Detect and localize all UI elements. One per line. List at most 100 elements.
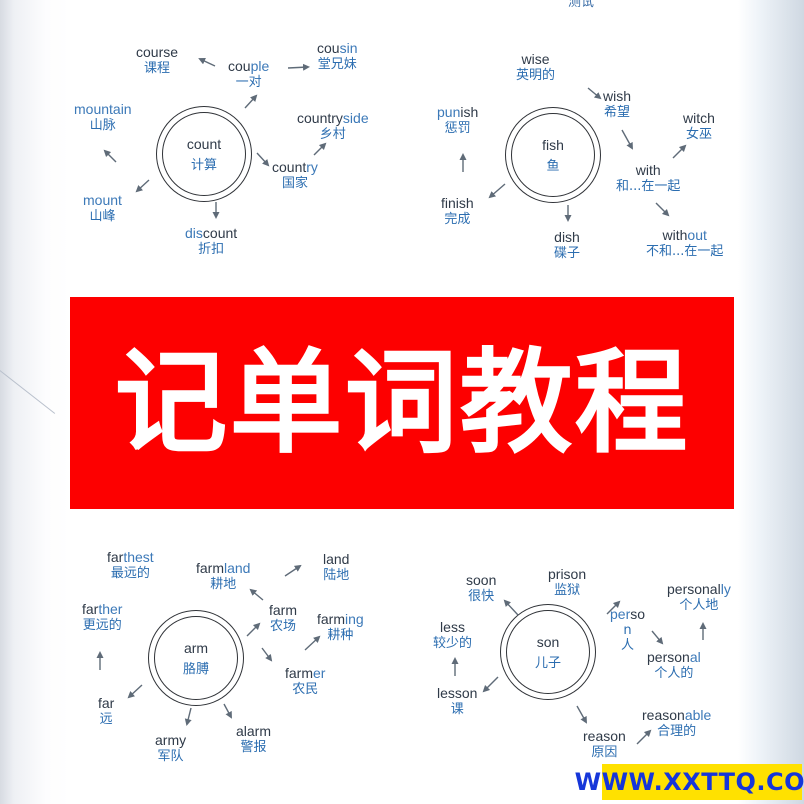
arrow (244, 94, 258, 109)
word-zh: 原因 (591, 744, 618, 760)
center-word-zh: 鱼 (546, 158, 560, 174)
word-personally: personally 个人地 (667, 581, 731, 613)
word-dish: dish 碟子 (554, 229, 580, 261)
word-en: farm (269, 602, 297, 618)
arrow (587, 87, 602, 100)
word-en: far (98, 695, 115, 711)
word-en: army (155, 732, 187, 748)
word-lesson: lesson 课 (437, 685, 477, 717)
center-circle: fish 鱼 (511, 113, 595, 197)
word-en: personally (667, 581, 731, 597)
banner-title: 记单词教程 (114, 336, 690, 469)
word-en: countryside (297, 110, 369, 126)
word-countryside: countryside 乡村 (297, 110, 369, 142)
arrow (127, 684, 143, 699)
word-en: farmer (285, 665, 326, 681)
word-zh: 折扣 (198, 241, 225, 257)
word-couple: couple 一对 (228, 58, 269, 90)
arrow (103, 149, 117, 163)
word-en: country (272, 159, 318, 175)
arrow (651, 630, 664, 645)
center-word-en: count (186, 135, 222, 152)
arrow (488, 183, 506, 199)
word-zh: 很快 (468, 588, 495, 604)
word-zh: 个人的 (654, 665, 694, 681)
arrow (655, 202, 670, 217)
word-reasonable: reasonable 合理的 (642, 707, 711, 739)
center-word-en: son (536, 633, 560, 650)
word-reason: reason 原因 (583, 728, 626, 760)
word-zh: 最远的 (110, 565, 150, 581)
word-zh: 监狱 (554, 582, 581, 598)
arrow (636, 729, 652, 745)
word-person: perso n 人 (610, 606, 645, 653)
word-en: farther (82, 601, 123, 617)
center-word-arm: arm 胳膊 (148, 610, 244, 706)
word-zh: 农场 (269, 618, 296, 634)
word-zh: 和...在一起 (616, 178, 681, 194)
arrow (287, 63, 310, 71)
word-far: far 远 (98, 695, 114, 727)
arrow (184, 707, 192, 726)
word-en: cousin (317, 40, 358, 56)
word-with: with 和...在一起 (616, 162, 680, 194)
word-army: army 军队 (155, 732, 186, 764)
word-zh: 耕地 (210, 576, 237, 592)
word-zh: 女巫 (685, 126, 712, 142)
word-alarm: alarm 警报 (236, 723, 271, 755)
word-zh: 远 (99, 711, 113, 727)
word-map-fish: fish 鱼 wise 英明的 punish 惩罚 wish 希望 witch … (400, 0, 804, 290)
word-en: course (136, 44, 179, 60)
word-zh: 不和...在一起 (646, 243, 724, 259)
word-land: land 陆地 (323, 551, 349, 583)
word-en: prison (548, 566, 587, 582)
word-soon: soon 很快 (466, 572, 496, 604)
word-en: finish (441, 195, 474, 211)
arrow (304, 635, 321, 651)
arrow (246, 622, 261, 637)
word-farmland: farmland 耕地 (196, 560, 250, 592)
word-personal: personal 个人的 (647, 649, 701, 681)
word-en: perso (610, 606, 646, 622)
word-en: witch (683, 110, 715, 126)
word-mountain: mountain 山脉 (74, 101, 132, 133)
word-map-count: count 计算 course 课程 couple 一对 cousin 堂兄妹 … (0, 0, 400, 290)
word-en: less (440, 619, 465, 635)
word-without: without 不和...在一起 (646, 227, 723, 259)
word-discount: discount 折扣 (185, 225, 237, 257)
website-watermark: WWW.XXTTQ.COM (575, 764, 804, 800)
word-cousin: cousin 堂兄妹 (317, 40, 357, 72)
word-en: mount (83, 192, 122, 208)
arrow (223, 703, 232, 719)
word-zh: 惩罚 (444, 120, 471, 136)
word-en: punish (437, 104, 479, 120)
arrow (482, 676, 499, 693)
word-zh: 国家 (281, 175, 308, 191)
arrow (621, 129, 633, 150)
word-course: course 课程 (136, 44, 178, 76)
word-en: dish (554, 229, 580, 245)
arrow (256, 152, 270, 167)
word-zh: 较少的 (433, 635, 473, 651)
center-word-zh: 计算 (190, 157, 217, 173)
word-zh: 山峰 (89, 208, 116, 224)
arrow (284, 564, 302, 577)
title-banner: 记单词教程 (70, 297, 734, 509)
center-word-zh: 儿子 (534, 655, 561, 671)
arrow (135, 179, 150, 193)
word-punish: punish 惩罚 (437, 104, 478, 136)
arrow (606, 600, 621, 615)
word-farther: farther 更远的 (82, 601, 122, 633)
word-zh: 一对 (235, 74, 262, 90)
center-word-fish: fish 鱼 (505, 107, 601, 203)
arrow (249, 588, 264, 601)
arrow (576, 705, 587, 724)
word-zh: 完成 (444, 211, 471, 227)
word-en: with (635, 162, 661, 178)
word-en: without (662, 227, 707, 243)
word-zh: 碟子 (554, 245, 581, 261)
word-mount: mount 山峰 (83, 192, 122, 224)
arrow (261, 647, 273, 662)
word-zh: 个人地 (679, 597, 719, 613)
word-witch: witch 女巫 (683, 110, 715, 142)
